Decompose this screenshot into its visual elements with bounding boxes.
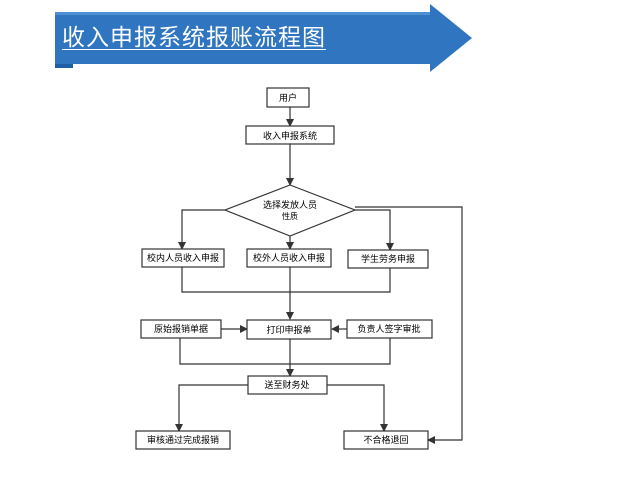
edge-finance-rejected	[327, 384, 388, 432]
node-decision: 选择发放人员 性质	[223, 184, 357, 237]
node-approved: 审核通过完成报销	[135, 430, 231, 450]
decision-line2: 性质	[282, 211, 298, 221]
title-banner	[55, 4, 472, 72]
edge-merge-from-student	[290, 268, 391, 293]
node-print-form: 打印申报单	[246, 319, 332, 340]
node-user: 用户	[266, 87, 310, 108]
edge-merge-finance-right	[290, 338, 391, 365]
decision-line1: 选择发放人员	[263, 199, 317, 211]
node-manager-sign: 负责人签字审批	[346, 319, 433, 339]
node-student: 学生劳务申报	[347, 249, 429, 269]
node-external-label: 校外人员收入申报	[253, 252, 325, 264]
node-user-label: 用户	[279, 92, 297, 104]
node-system: 收入申报系统	[245, 125, 335, 145]
node-finance: 送至财务处	[247, 375, 328, 395]
node-print-form-label: 打印申报单	[266, 324, 311, 336]
node-approved-label: 审核通过完成报销	[147, 434, 219, 446]
node-original-docs-label: 原始报销单据	[154, 323, 208, 335]
node-rejected-label: 不合格退回	[363, 434, 408, 446]
edge-decision-student	[355, 209, 394, 251]
node-student-label: 学生劳务申报	[361, 253, 415, 265]
node-rejected: 不合格退回	[343, 430, 429, 450]
edge-decision-internal	[178, 209, 225, 250]
node-internal-label: 校内人员收入申报	[147, 252, 219, 264]
edge-merge-finance-left	[179, 338, 290, 365]
edge-decision-rejected	[355, 206, 463, 444]
edge-merge-from-internal	[181, 267, 290, 293]
edge-finance-approved	[175, 384, 248, 432]
page-title: 收入申报系统报账流程图	[62, 25, 326, 51]
node-manager-sign-label: 负责人签字审批	[357, 323, 420, 335]
node-internal: 校内人员收入申报	[141, 248, 225, 268]
node-original-docs: 原始报销单据	[140, 319, 222, 339]
node-system-label: 收入申报系统	[263, 130, 317, 142]
node-finance-label: 送至财务处	[264, 379, 309, 391]
node-external: 校外人员收入申报	[246, 248, 332, 268]
